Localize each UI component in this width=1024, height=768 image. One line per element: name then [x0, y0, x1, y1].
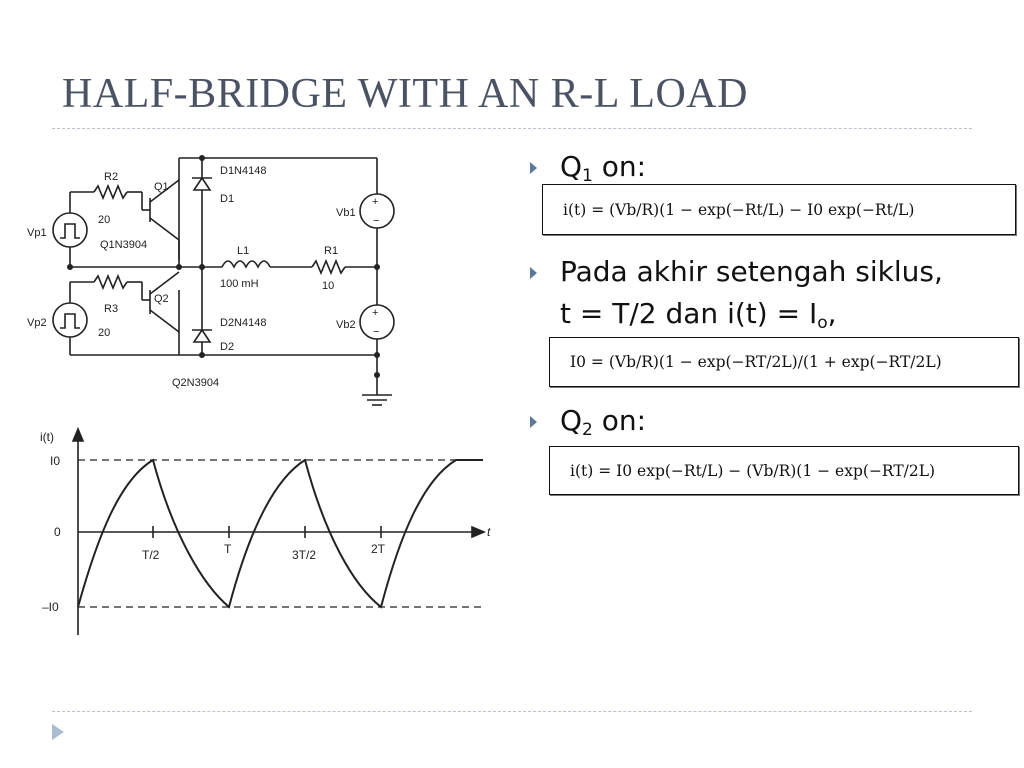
label-l1-value: 100 mH — [220, 278, 259, 290]
svg-text:−: − — [373, 326, 379, 338]
label-r3: R3 — [104, 303, 118, 315]
bullet-q2-text: Q — [560, 404, 583, 437]
svg-text:+: + — [372, 196, 378, 208]
label-vb1: Vb1 — [336, 207, 356, 219]
slide-title: HALF-BRIDGE WITH AN R-L LOAD — [62, 71, 748, 117]
label-l1: L1 — [237, 245, 249, 257]
label-r2-value: 20 — [98, 214, 110, 226]
label-r1-value: 10 — [322, 280, 334, 292]
top-divider — [52, 128, 972, 129]
svg-text:+: + — [372, 307, 378, 319]
equation-i0: I0 = (Vb/R)(1 − exp(−RT/2L)/(1 + exp(−RT… — [549, 337, 1019, 387]
x-tick-t: T — [224, 542, 232, 556]
bottom-divider — [52, 711, 972, 712]
label-vp1: Vp1 — [27, 227, 47, 239]
svg-text:−: − — [373, 215, 379, 227]
next-slide-arrow-icon[interactable] — [50, 722, 66, 742]
bullet-q1-subscript: 1 — [582, 166, 593, 186]
bullet-q2-subscript: 2 — [582, 420, 593, 440]
bullet-half-cycle-line2: t = T/2 dan i(t) = I — [560, 297, 818, 330]
label-r3-value: 20 — [98, 327, 110, 339]
label-d1-part: D1N4148 — [220, 165, 266, 177]
bullet-q1-rest: on: — [592, 150, 647, 183]
bullet-half-cycle-line2-rest: , — [827, 297, 837, 330]
equation-q1-current: i(t) = (Vb/R)(1 − exp(−Rt/L) − I0 exp(−R… — [542, 184, 1016, 235]
y-tick-neg-i0: –I0 — [42, 600, 59, 614]
label-r2: R2 — [104, 171, 118, 183]
y-tick-zero: 0 — [54, 525, 61, 539]
waveform-x-axis-label: t — [487, 525, 491, 539]
bullet-q1-text: Q — [560, 150, 583, 183]
bullet-half-cycle-line1: Pada akhir setengah siklus, — [560, 255, 943, 288]
x-tick-t-half: T/2 — [142, 548, 160, 562]
label-d2-part: D2N4148 — [220, 317, 266, 329]
y-tick-i0: I0 — [50, 454, 60, 468]
equation-q2-current: i(t) = I0 exp(−Rt/L) − (Vb/R)(1 − exp(−R… — [549, 446, 1019, 495]
x-tick-3t-half: 3T/2 — [292, 548, 316, 562]
bullet-half-cycle-subscript: o — [817, 313, 828, 333]
label-r1: R1 — [324, 245, 338, 257]
label-q1: Q1 — [154, 181, 169, 193]
label-d1: D1 — [220, 193, 234, 205]
label-d2: D2 — [220, 341, 234, 353]
bullet-marker-icon — [530, 416, 537, 428]
current-waveform-diagram: i(t) t I0 0 –I0 T/2 T 3T/2 2T — [40, 426, 491, 635]
bullet-q2-rest: on: — [592, 404, 647, 437]
x-tick-2t: 2T — [371, 542, 386, 556]
bullet-marker-icon — [530, 162, 537, 174]
label-q1-part: Q1N3904 — [100, 239, 147, 251]
label-q2-part: Q2N3904 — [172, 377, 219, 389]
bullet-marker-icon — [530, 267, 537, 279]
waveform-y-axis-label: i(t) — [40, 430, 54, 444]
label-q2: Q2 — [154, 293, 169, 305]
half-bridge-circuit-diagram: + − + − R2 20 Q1 Q1N3904 D1N4148 D1 — [27, 155, 395, 406]
label-vb2: Vb2 — [336, 319, 356, 331]
label-vp2: Vp2 — [27, 317, 47, 329]
